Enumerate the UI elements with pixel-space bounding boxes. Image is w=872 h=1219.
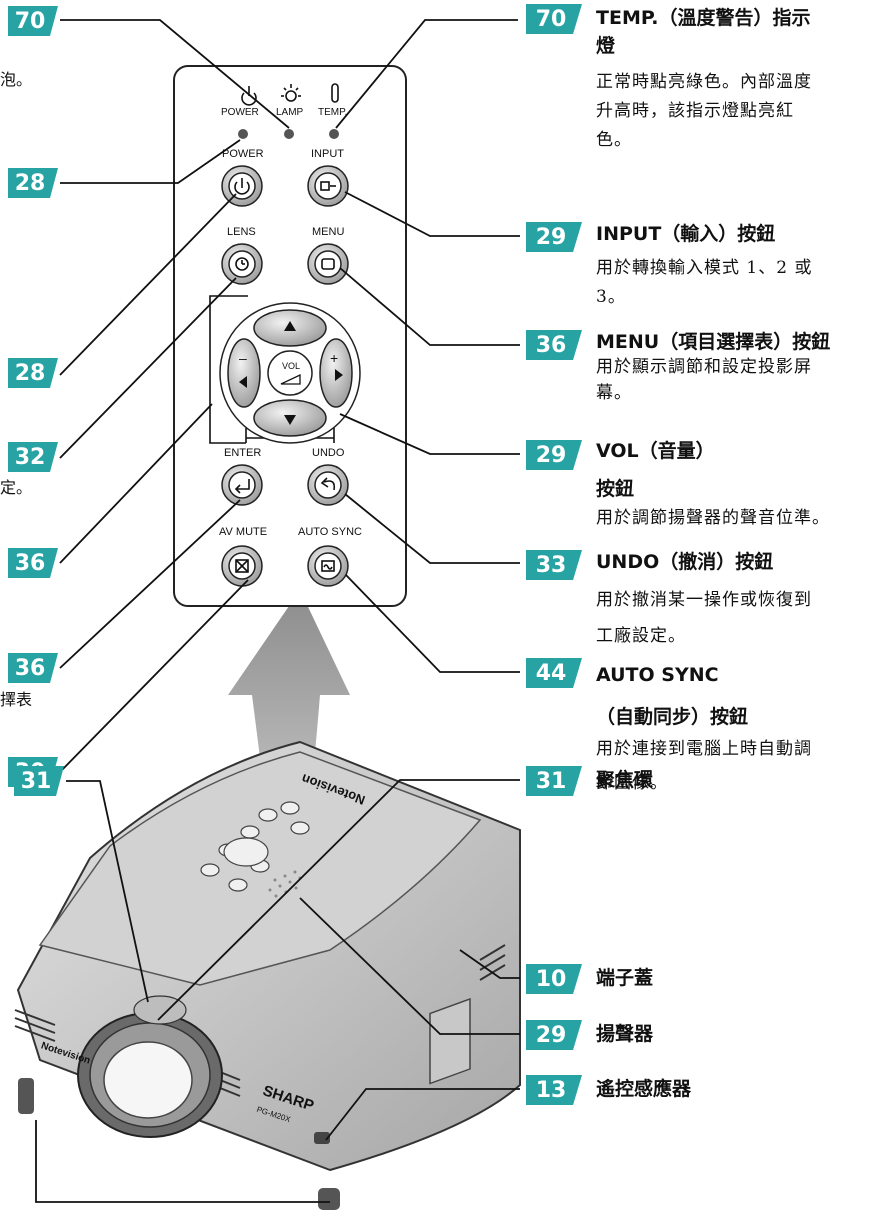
callout-description: 正常時點亮綠色。內部溫度 升高時，該指示燈點亮紅 色。 (596, 72, 812, 150)
av-mute-button-label: AV MUTE (219, 526, 268, 538)
callout-title: VOL（音量） 按鈕 (596, 440, 715, 500)
callout-title: 揚聲器 (596, 1023, 654, 1045)
callout-title: AUTO SYNC （自動同步）按鈕 (596, 664, 749, 728)
page-badge: 13 (526, 1075, 582, 1105)
callout-description: 用於轉換輸入模式 1、2 或 3。 (596, 258, 813, 307)
left-page-badge: 28 (8, 168, 58, 198)
left-page-badge: 36 (8, 653, 58, 683)
callout-title: INPUT（輸入）按鈕 (596, 223, 776, 245)
vol-label: VOL (282, 361, 301, 371)
indicator-label-temp: TEMP. (318, 107, 348, 118)
callout-description: 用於撤消某一操作或恢復到 工廠設定。 (596, 590, 812, 646)
projector-illustration (14, 740, 521, 1210)
menu-button-label: MENU (312, 226, 345, 238)
left-page-badge: 28 (8, 358, 58, 388)
page-badge: 70 (526, 4, 582, 34)
page-badge: 29 (526, 1020, 582, 1050)
page-badge: 29 (526, 222, 582, 252)
page-badge: 36 (526, 330, 582, 360)
callout-description: 用於顯示調節和設定投影屏 幕。 (596, 357, 812, 403)
callout-title: 遙控感應器 (596, 1078, 692, 1100)
left-partial-text: 泡。 (0, 70, 33, 89)
indicator-label-power: POWER (221, 107, 259, 118)
lens-button-label: LENS (227, 226, 256, 238)
enter-button-label: ENTER (224, 447, 262, 459)
indicator-label-lamp: LAMP (276, 107, 304, 118)
callout-title: MENU（項目選擇表）按鈕 (596, 331, 831, 353)
page-badge: 33 (526, 550, 582, 580)
left-page-badge: 36 (8, 548, 58, 578)
left-page-badge-31: 31 (14, 766, 64, 796)
left-page-badge: 32 (8, 442, 58, 472)
page-badge: 29 (526, 440, 582, 470)
callout-title: 端子蓋 (596, 967, 654, 989)
leader-lines (35, 19, 520, 1203)
callout-description: 用於連接到電腦上時自動調 節圖像。 (596, 739, 812, 793)
page-badge: 44 (526, 658, 582, 688)
callout-description: 用於調節揚聲器的聲音位準。 (596, 508, 830, 528)
left-partial-text: 定。 (0, 478, 33, 497)
vol-minus-label: – (239, 350, 247, 366)
callout-title: UNDO（撤消）按鈕 (596, 551, 774, 573)
left-page-badge: 70 (8, 6, 58, 36)
control-panel-illustration (173, 65, 407, 607)
callout-title: TEMP.（溫度警告）指示 燈 (596, 7, 811, 57)
input-button-label: INPUT (311, 148, 344, 160)
page-badge: 31 (526, 766, 582, 796)
power-button-label: POWER (222, 148, 264, 160)
vol-plus-label: + (330, 350, 339, 366)
auto-sync-button-label: AUTO SYNC (298, 526, 362, 538)
undo-button-label: UNDO (312, 447, 345, 459)
left-partial-text: 擇表 (0, 690, 33, 709)
callout-title: 聚焦環 (596, 769, 654, 791)
page-badge: 10 (526, 964, 582, 994)
